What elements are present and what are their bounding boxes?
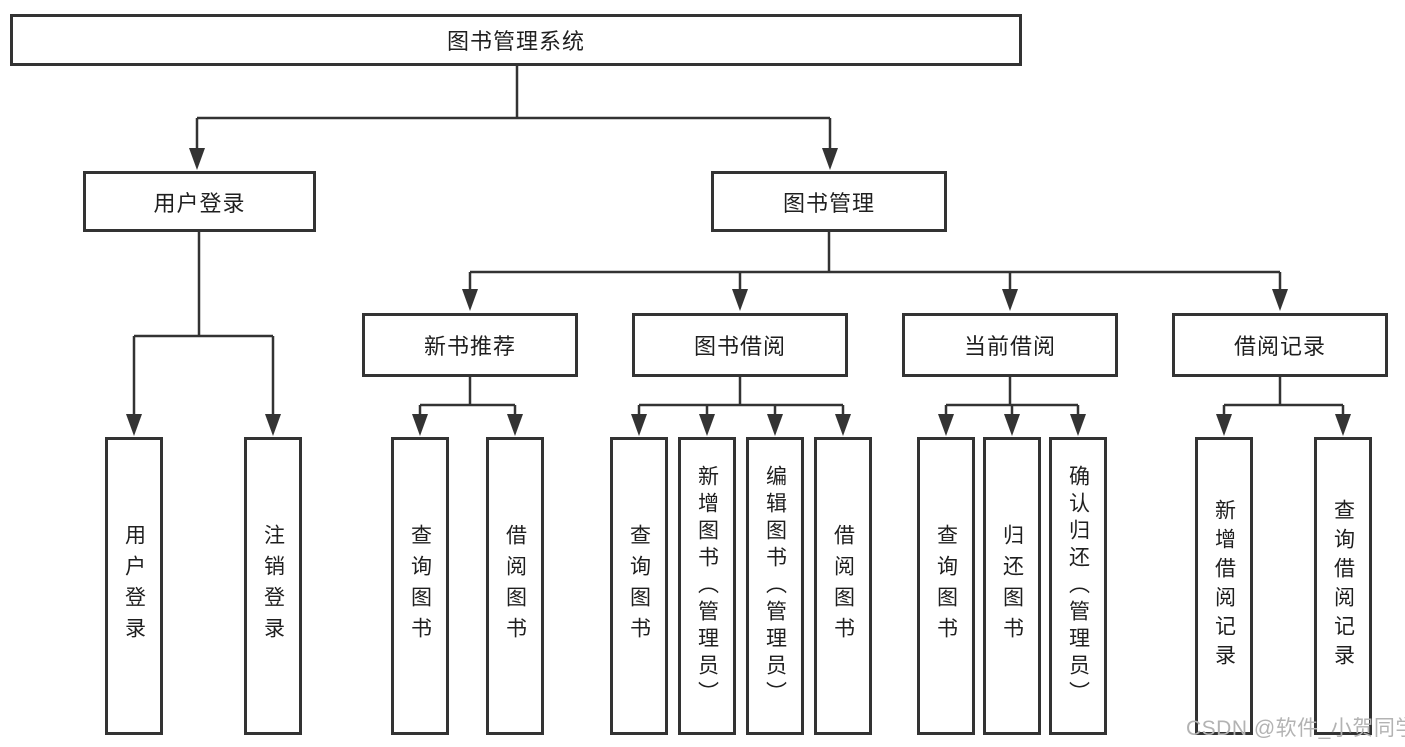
leaf-query-borrow-record-label: 查询借阅记录 (1331, 499, 1355, 673)
leaf-logout: 注销登录 (244, 437, 302, 735)
arrowheads (126, 148, 1351, 436)
leaf-return-books-label: 归还图书 (1000, 524, 1024, 648)
node-root: 图书管理系统 (10, 14, 1022, 66)
leaf-return-books: 归还图书 (983, 437, 1041, 735)
node-new-book-recommend: 新书推荐 (362, 313, 578, 377)
leaf-add-book-admin: 新增图书（管理员） (678, 437, 736, 735)
leaf-borrow-books-2: 借阅图书 (814, 437, 872, 735)
node-book-borrow-label: 图书借阅 (693, 334, 786, 359)
leaf-edit-book-admin: 编辑图书（管理员） (746, 437, 804, 735)
leaf-add-book-admin-label: 新增图书（管理员） (695, 464, 719, 708)
leaf-query-books-3-label: 查询图书 (934, 524, 958, 648)
leaf-confirm-return-admin: 确认归还（管理员） (1049, 437, 1107, 735)
csdn-watermark: CSDN @软件_小贺同学 (1186, 717, 1405, 740)
node-book-borrow: 图书借阅 (632, 313, 848, 377)
node-borrow-records-label: 借阅记录 (1233, 334, 1326, 359)
node-new-book-recommend-label: 新书推荐 (423, 334, 516, 359)
leaf-confirm-return-admin-label: 确认归还（管理员） (1066, 464, 1090, 708)
node-book-management-label: 图书管理 (782, 190, 875, 216)
node-book-management: 图书管理 (711, 171, 947, 232)
leaf-borrow-books-1-label: 借阅图书 (503, 524, 527, 648)
node-current-borrow: 当前借阅 (902, 313, 1118, 377)
leaf-user-login-label: 用户登录 (122, 524, 146, 648)
node-root-label: 图书管理系统 (446, 29, 585, 54)
node-current-borrow-label: 当前借阅 (963, 334, 1056, 359)
leaf-query-books-2: 查询图书 (610, 437, 668, 735)
leaf-add-borrow-record: 新增借阅记录 (1195, 437, 1253, 735)
node-borrow-records: 借阅记录 (1172, 313, 1388, 377)
leaf-user-login: 用户登录 (105, 437, 163, 735)
leaf-query-borrow-record: 查询借阅记录 (1314, 437, 1372, 735)
leaf-borrow-books-1: 借阅图书 (486, 437, 544, 735)
leaf-logout-label: 注销登录 (261, 524, 285, 648)
leaf-query-books-1-label: 查询图书 (408, 524, 432, 648)
node-user-login-label: 用户登录 (153, 190, 246, 216)
leaf-query-books-2-label: 查询图书 (627, 524, 651, 648)
leaf-query-books-1: 查询图书 (391, 437, 449, 735)
leaf-query-books-3: 查询图书 (917, 437, 975, 735)
leaf-add-borrow-record-label: 新增借阅记录 (1212, 499, 1236, 673)
node-user-login: 用户登录 (83, 171, 316, 232)
leaf-edit-book-admin-label: 编辑图书（管理员） (763, 464, 787, 708)
leaf-borrow-books-2-label: 借阅图书 (831, 524, 855, 648)
